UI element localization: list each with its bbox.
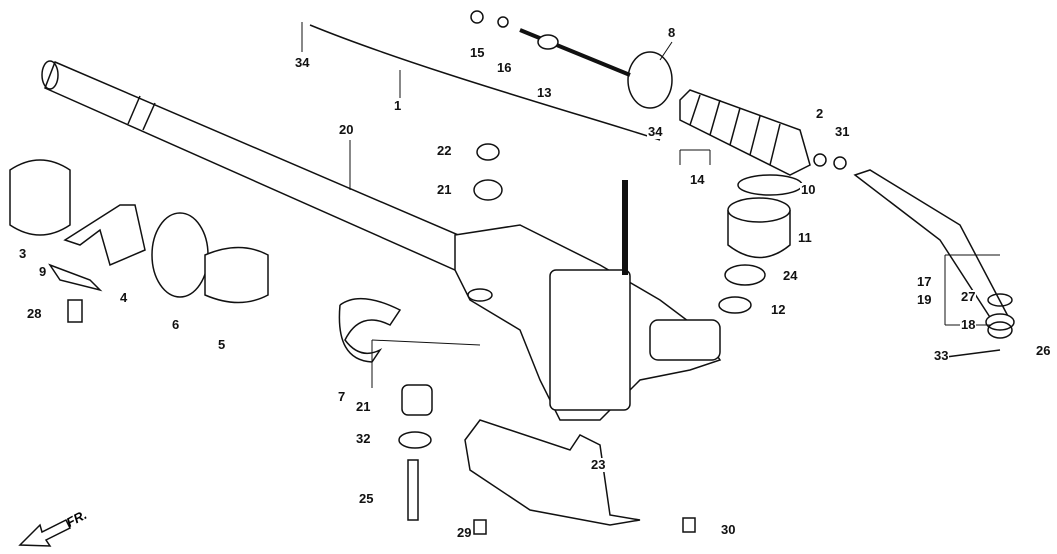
part-label: 4: [119, 290, 129, 305]
front-direction-arrow-icon: [18, 518, 72, 547]
bushing-3: [9, 159, 71, 236]
part-label: 34: [294, 55, 311, 70]
part-label: 25: [358, 491, 375, 506]
stopper-5: [204, 246, 269, 304]
bolt-29: [473, 519, 487, 535]
feed-tube: [309, 24, 661, 141]
part-label: 14: [689, 172, 706, 187]
band-7: [338, 297, 402, 363]
part-label: 16: [496, 60, 513, 75]
oil-seal: [737, 174, 803, 196]
part-label: 15: [469, 45, 486, 60]
part-label: 23: [590, 457, 607, 472]
part-label: 29: [456, 525, 473, 540]
cylinder-cap: [727, 210, 791, 259]
part-label: 19: [916, 292, 933, 307]
part-label: 24: [782, 268, 799, 283]
part-label: 20: [338, 122, 355, 137]
gear-shield: [464, 419, 641, 526]
lock-nut: [813, 153, 827, 167]
part-label: 17: [916, 274, 933, 289]
part-label: 5: [217, 337, 227, 352]
boot-clamp: [627, 51, 673, 109]
bushing: [718, 296, 752, 314]
washer-32: [398, 431, 432, 449]
cushion-21b: [401, 384, 433, 416]
part-label: 21: [355, 399, 372, 414]
bolt-25: [407, 459, 419, 521]
bolt-28: [67, 299, 83, 323]
nut: [833, 156, 847, 170]
gearbox-body: [454, 180, 722, 421]
part-label: 28: [26, 306, 43, 321]
part-label: 31: [834, 124, 851, 139]
part-label: 1: [393, 98, 403, 113]
part-label: 8: [667, 25, 677, 40]
part-label: 10: [800, 182, 817, 197]
part-label: 6: [171, 317, 181, 332]
part-label: 3: [18, 246, 28, 261]
clamp-6: [151, 212, 209, 298]
part-label: 11: [797, 230, 813, 245]
part-label: 21: [436, 182, 453, 197]
bracket-4: [63, 204, 146, 267]
part-label: 2: [815, 106, 825, 121]
cotter-pin: [945, 349, 1001, 358]
cushion-22: [476, 143, 500, 161]
tie-rod-end: [853, 169, 1012, 326]
part-label: 18: [960, 317, 977, 332]
part-label: 22: [436, 143, 453, 158]
rack-boot: [679, 89, 811, 176]
bolt-30: [682, 517, 696, 533]
part-label: 32: [355, 431, 372, 446]
part-label: 7: [337, 389, 347, 404]
part-label: 27: [960, 289, 977, 304]
part-label: 34: [647, 124, 664, 139]
part-label: 9: [38, 264, 48, 279]
seal: [724, 264, 766, 286]
plate-9: [48, 263, 103, 292]
part-label: 13: [536, 85, 553, 100]
part-label: 12: [770, 302, 787, 317]
part-label: 30: [720, 522, 737, 537]
part-label: 26: [1035, 343, 1052, 358]
cushion-21: [473, 179, 503, 201]
part-label: 33: [933, 348, 950, 363]
tie-rod: [470, 10, 631, 77]
